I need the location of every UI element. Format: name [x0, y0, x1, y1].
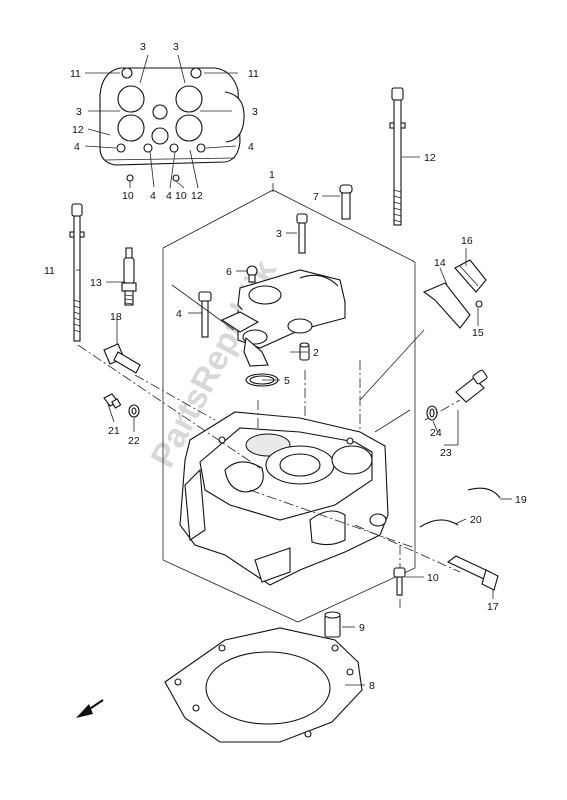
inset-leaders	[84, 54, 238, 189]
callout-10: 10	[122, 190, 134, 202]
dowel-9	[324, 611, 341, 638]
head-gasket-8	[164, 627, 363, 743]
callout-15: 15	[472, 327, 484, 339]
callout-4: 4	[176, 308, 182, 320]
callout-labels: 3 3 11 11 3 3 12 4 4 10 4 4 10 12 1 12 7…	[44, 41, 527, 692]
callout-2: 2	[313, 347, 319, 359]
cover-16	[454, 259, 487, 293]
clip-19	[467, 487, 501, 499]
callout-4: 4	[248, 141, 254, 153]
callout-3: 3	[140, 41, 146, 53]
callout-24: 24	[430, 427, 442, 439]
callout-4: 4	[150, 190, 156, 202]
bolt-3	[296, 213, 308, 254]
callout-3: 3	[276, 228, 282, 240]
washer-24	[426, 405, 438, 421]
bolt-17	[446, 555, 499, 591]
callout-7: 7	[313, 191, 319, 203]
washer-22	[128, 404, 140, 418]
callout-8: 8	[369, 680, 375, 692]
callout-23: 23	[440, 447, 452, 459]
bolt-long-right	[389, 87, 406, 226]
tappet-7	[339, 184, 353, 220]
callout-11: 11	[248, 68, 259, 80]
callout-20: 20	[470, 514, 482, 526]
cover-gasket-14	[422, 282, 471, 329]
callout-3: 3	[173, 41, 179, 53]
callout-12: 12	[72, 124, 84, 136]
bolt-4	[198, 291, 212, 338]
bolt-18	[103, 343, 141, 374]
cylinder-head-body	[179, 411, 389, 586]
callout-5: 5	[284, 375, 290, 387]
dowel-pin	[299, 342, 310, 361]
clip-20	[419, 519, 459, 528]
callout-16: 16	[461, 235, 473, 247]
callout-13: 13	[90, 277, 102, 289]
callout-9: 9	[359, 622, 365, 634]
callout-10: 10	[427, 572, 439, 584]
callout-6: 6	[226, 266, 232, 278]
callout-11: 11	[70, 68, 81, 80]
spark-plug	[121, 247, 137, 306]
callout-21: 21	[108, 425, 120, 437]
callout-19: 19	[515, 494, 527, 506]
callout-14: 14	[434, 257, 446, 269]
bolt-6	[246, 265, 258, 283]
bolt-15	[475, 300, 483, 308]
callout-3: 3	[252, 106, 258, 118]
callout-1: 1	[269, 169, 275, 181]
callout-4: 4	[166, 190, 172, 202]
callout-18: 18	[110, 311, 122, 323]
arrow-icon	[76, 699, 104, 718]
camshaft-holder	[220, 269, 346, 367]
bolt-10	[393, 567, 406, 596]
callout-12: 12	[191, 190, 203, 202]
callout-10: 10	[175, 190, 187, 202]
main-leaders	[76, 156, 512, 686]
sensor-23	[455, 369, 488, 403]
callout-11: 11	[44, 265, 55, 277]
bolt-long-left	[69, 203, 85, 342]
callout-4: 4	[74, 141, 80, 153]
callout-17: 17	[487, 601, 499, 613]
inset-head-top-view	[99, 67, 245, 182]
callout-12: 12	[424, 152, 436, 164]
callout-22: 22	[128, 435, 140, 447]
plug-21	[103, 393, 122, 409]
callout-3: 3	[76, 106, 82, 118]
